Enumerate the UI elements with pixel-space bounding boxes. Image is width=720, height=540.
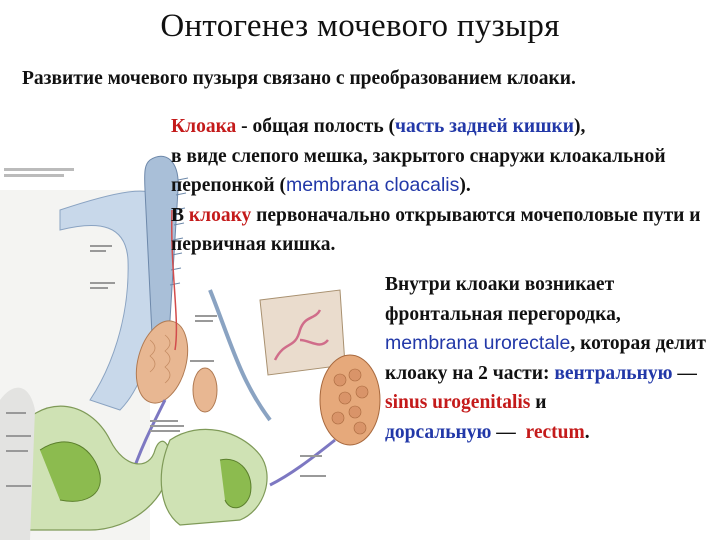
drawing-labels bbox=[6, 245, 184, 487]
text-fragment: — bbox=[491, 421, 526, 443]
term-ventral: вентральную bbox=[554, 362, 673, 384]
text-fragment: — bbox=[672, 362, 697, 384]
term-dorsal: дорсальную bbox=[385, 421, 492, 443]
cloaca-definition: Клоака - общая полость (часть задней киш… bbox=[171, 112, 716, 260]
text-fragment: - общая полость ( bbox=[236, 116, 395, 137]
text-fragment: Внутри клоаки возникает фронтальная пере… bbox=[385, 274, 621, 325]
septum-description: Внутри клоаки возникает фронтальная пере… bbox=[385, 270, 715, 447]
text-fragment: . bbox=[584, 421, 590, 443]
text-fragment: в виде слепого мешка, закрытого снаружи … bbox=[171, 145, 666, 197]
text-fragment: первоначально открываются мочеполовые пу… bbox=[171, 204, 701, 256]
embryo-illustration bbox=[0, 155, 189, 540]
term-hindgut-part: часть задней кишки bbox=[395, 116, 575, 137]
term-membrana-cloacalis: membrana cloacalis bbox=[285, 174, 460, 196]
term-cloaca: Клоака bbox=[171, 116, 237, 137]
text-fragment: В bbox=[171, 204, 189, 226]
text-fragment: ). bbox=[459, 175, 471, 196]
intro-text: Развитие мочевого пузыря связано с преоб… bbox=[22, 68, 576, 89]
term-sinus-urogenitalis: sinus urogenitalis bbox=[385, 392, 531, 413]
text-fragment: , которая делит клоаку на 2 части: bbox=[385, 333, 706, 384]
embryo-illustration-detail bbox=[160, 289, 381, 526]
page-title: Онтогенез мочевого пузыря bbox=[160, 8, 560, 44]
text-fragment: ), bbox=[574, 116, 586, 137]
term-membrana-urorectale: membrana urorectale bbox=[385, 332, 571, 354]
term-rectum: rectum bbox=[525, 421, 585, 443]
text-fragment: и bbox=[530, 392, 547, 413]
term-cloaca-2: клоаку bbox=[188, 204, 252, 226]
